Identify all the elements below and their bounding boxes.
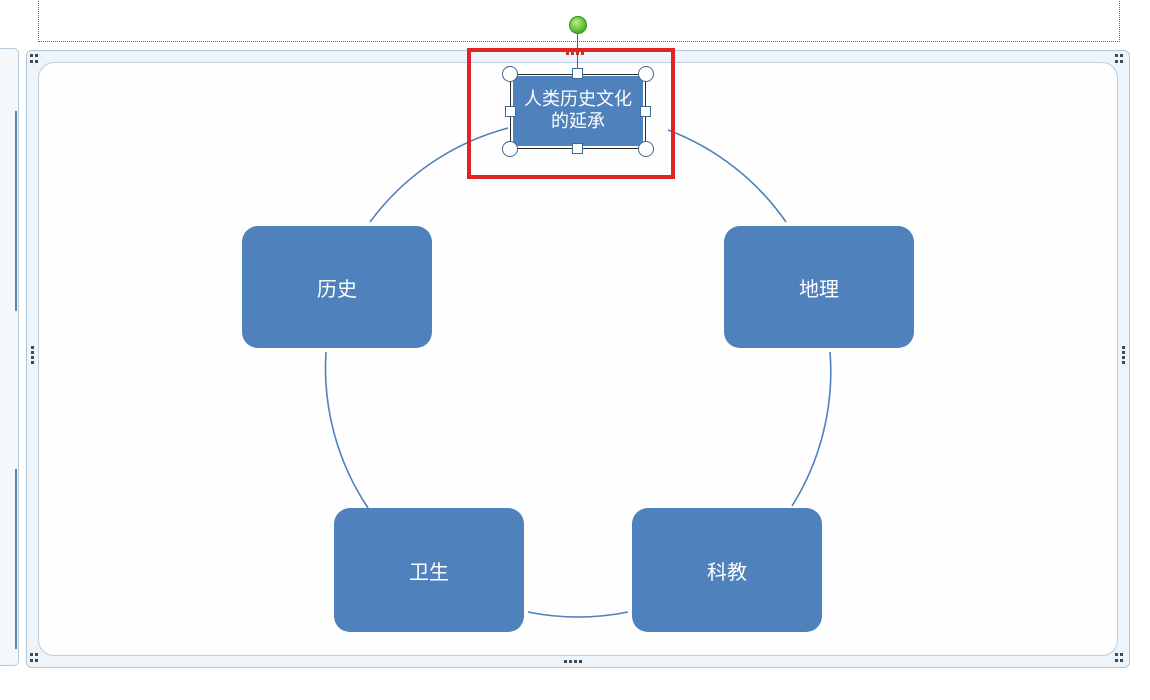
frame-grip-top-right-2 (1115, 60, 1123, 63)
frame-grip-top-left[interactable] (30, 54, 38, 57)
frame-grip-bottom-right[interactable] (1115, 653, 1123, 656)
node-science-label: 科教 (707, 559, 747, 584)
node-history[interactable]: 历史 (242, 226, 432, 348)
resize-handle-icon[interactable] (572, 143, 583, 154)
connector-arc-bottom (527, 611, 629, 618)
frame-grip-bottom[interactable] (564, 660, 582, 663)
frame-grip-top-left-2 (30, 60, 38, 63)
rotate-stem (577, 34, 578, 74)
connector-arc-top-right (667, 129, 787, 223)
title-placeholder[interactable] (38, 0, 1120, 42)
resize-handle-icon[interactable] (502, 66, 518, 82)
connector-arc-top-left (369, 127, 509, 223)
node-health-label: 卫生 (409, 559, 449, 584)
resize-handle-icon[interactable] (505, 106, 516, 117)
resize-handle-icon[interactable] (638, 141, 654, 157)
frame-grip-bottom-left-2 (30, 659, 38, 662)
node-history-label: 历史 (317, 276, 357, 301)
frame-grip-left[interactable] (31, 346, 34, 364)
node-science[interactable]: 科教 (632, 508, 822, 632)
node-geography[interactable]: 地理 (724, 226, 914, 348)
resize-handle-icon[interactable] (640, 106, 651, 117)
connector-arc-left (324, 351, 369, 509)
thumbnail-edge (15, 469, 17, 649)
rotate-handle-icon[interactable] (569, 16, 587, 34)
node-geography-label: 地理 (799, 276, 839, 301)
resize-handle-icon[interactable] (638, 66, 654, 82)
frame-grip-top-right[interactable] (1115, 54, 1123, 57)
connector-arc-right (791, 351, 832, 507)
slide-thumbnail-pane[interactable] (0, 48, 19, 666)
node-center-label: 人类历史文化的延承 (524, 89, 632, 132)
smartart-canvas[interactable] (38, 62, 1118, 656)
frame-grip-right[interactable] (1122, 346, 1125, 364)
highlight-box (467, 48, 675, 179)
resize-handle-icon[interactable] (502, 141, 518, 157)
thumbnail-edge (15, 111, 17, 311)
resize-handle-icon[interactable] (572, 68, 583, 79)
frame-grip-bottom-left[interactable] (30, 653, 38, 656)
frame-grip-bottom-right-2 (1115, 659, 1123, 662)
node-center-selected[interactable]: 人类历史文化的延承 (512, 75, 644, 147)
node-health[interactable]: 卫生 (334, 508, 524, 632)
